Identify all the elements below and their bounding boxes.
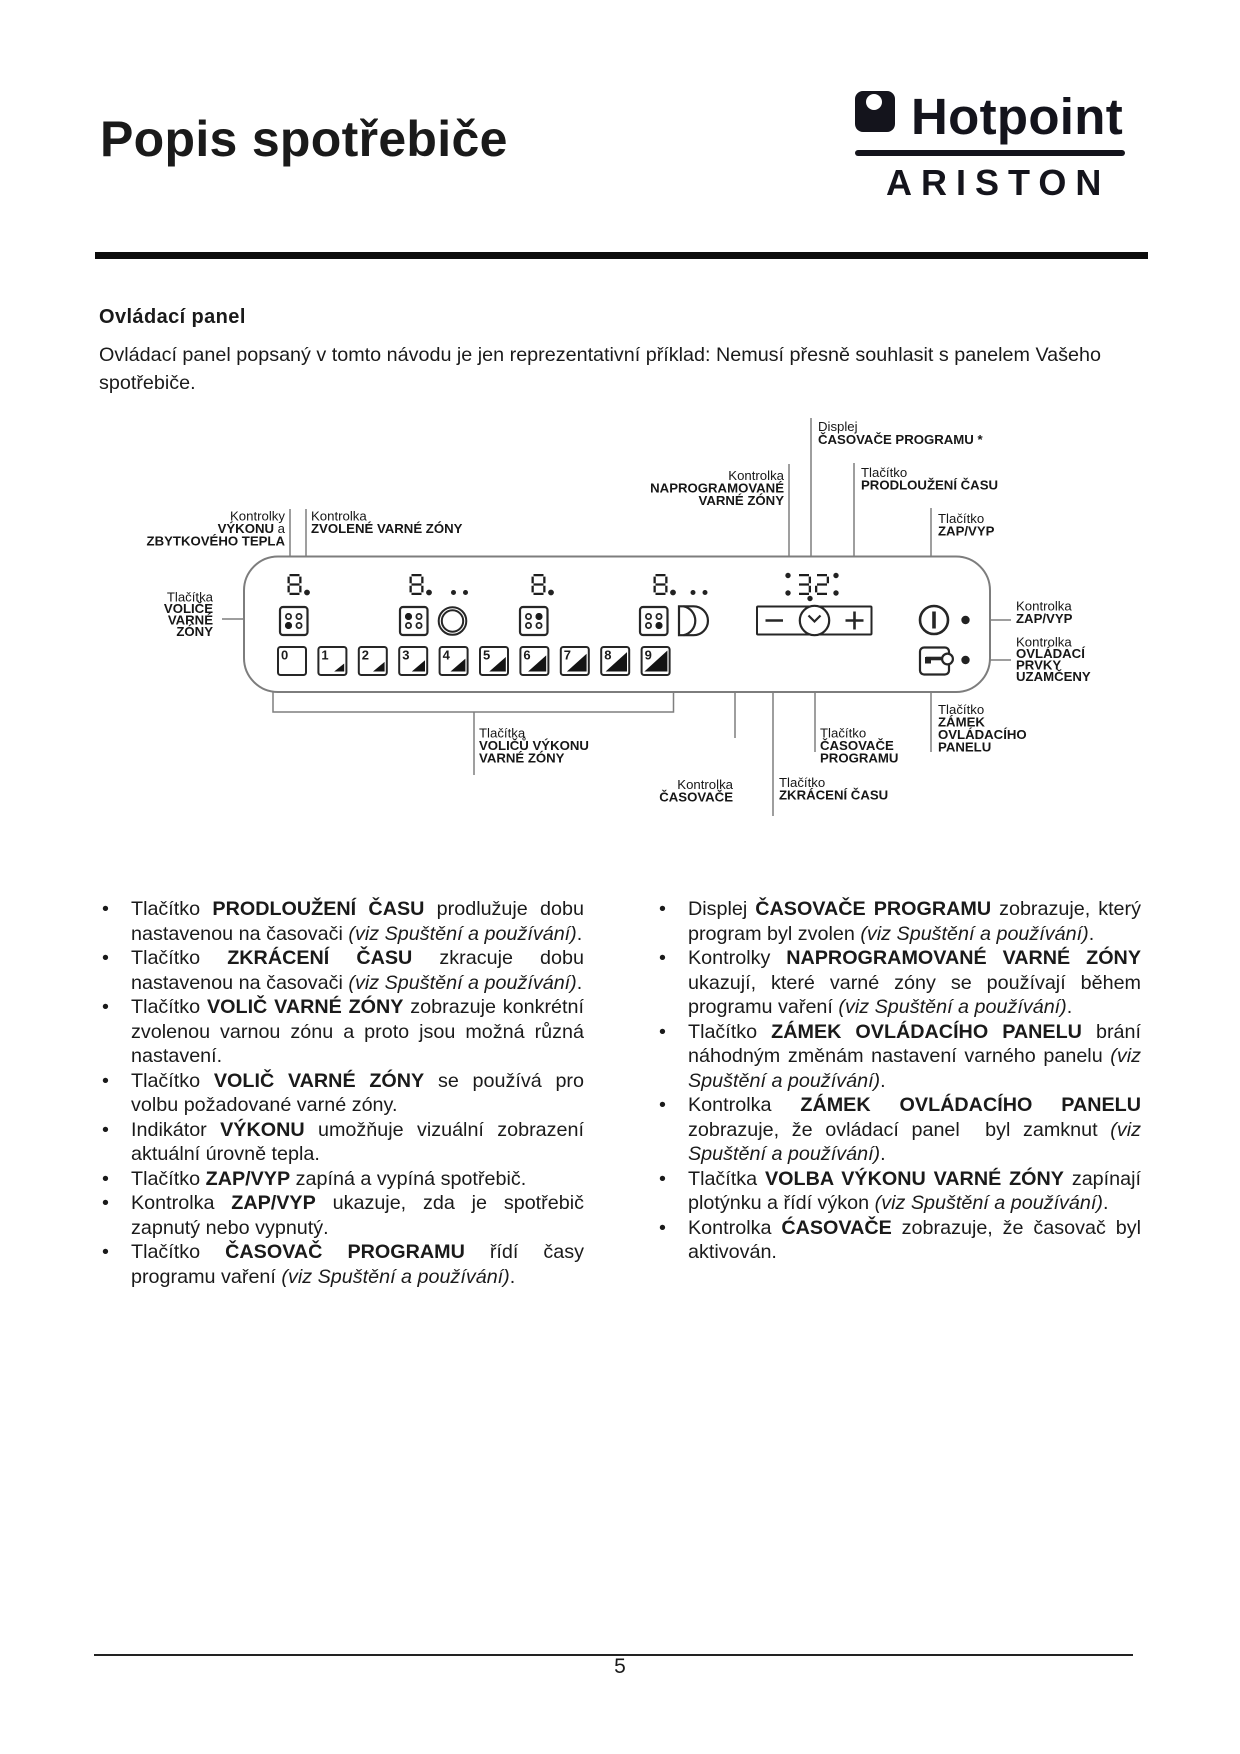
svg-text:Kontrolka: Kontrolka <box>311 509 367 524</box>
svg-text:Kontrolka: Kontrolka <box>677 777 733 792</box>
svg-text:Tlačítko: Tlačítko <box>820 726 866 741</box>
svg-text:PROGRAMU: PROGRAMU <box>820 751 898 766</box>
svg-text:1: 1 <box>321 648 328 663</box>
svg-text:ZVOLENÉ VARNÉ ZÓNY: ZVOLENÉ VARNÉ ZÓNY <box>311 521 463 536</box>
svg-text:PRODLOUŽENÍ ČASU: PRODLOUŽENÍ ČASU <box>861 478 998 493</box>
svg-text:ZÓNY: ZÓNY <box>176 624 213 639</box>
svg-text:Tlačítko: Tlačítko <box>938 511 984 526</box>
svg-text:ZÁMEK: ZÁMEK <box>938 715 985 730</box>
svg-text:ČASOVAČE: ČASOVAČE <box>820 738 894 753</box>
svg-text:0: 0 <box>281 648 288 663</box>
svg-text:UZAMČENY: UZAMČENY <box>1016 669 1091 684</box>
svg-text:PRVKY: PRVKY <box>1016 658 1061 673</box>
svg-text:Kontrolka: Kontrolka <box>1016 635 1072 650</box>
svg-text:Tlačítko: Tlačítko <box>938 702 984 717</box>
svg-text:VARNÉ: VARNÉ <box>168 613 213 628</box>
svg-text:7: 7 <box>564 648 571 663</box>
svg-text:ZAP/VYP: ZAP/VYP <box>938 524 995 539</box>
svg-text:Tlačítko: Tlačítko <box>779 775 825 790</box>
svg-text:8: 8 <box>604 648 611 663</box>
svg-text:4: 4 <box>443 648 451 663</box>
svg-text:VARNÉ ZÓNY: VARNÉ ZÓNY <box>699 493 785 508</box>
svg-text:Kontrolka: Kontrolka <box>728 468 784 483</box>
svg-text:6: 6 <box>523 648 530 663</box>
svg-text:Tlačítka: Tlačítka <box>479 726 526 741</box>
svg-text:ČASOVAČE PROGRAMU *: ČASOVAČE PROGRAMU * <box>818 432 983 447</box>
svg-text:5: 5 <box>483 648 490 663</box>
svg-text:OVLÁDACÍHO: OVLÁDACÍHO <box>938 727 1027 742</box>
svg-text:Kontrolky: Kontrolky <box>230 509 285 524</box>
svg-text:ZAP/VYP: ZAP/VYP <box>1016 611 1073 626</box>
svg-text:ZKRÁCENÍ ČASU: ZKRÁCENÍ ČASU <box>779 788 888 803</box>
svg-text:Kontrolka: Kontrolka <box>1016 599 1072 614</box>
svg-text:Tlačítko: Tlačítko <box>861 465 907 480</box>
svg-text:VARNÉ ZÓNY: VARNÉ ZÓNY <box>479 751 565 766</box>
svg-text:VÝKONU a: VÝKONU a <box>218 521 286 536</box>
svg-text:2: 2 <box>362 648 369 663</box>
svg-text:VOLIČE: VOLIČE <box>164 601 213 616</box>
svg-text:Displej: Displej <box>818 419 858 434</box>
svg-text:9: 9 <box>645 648 652 663</box>
svg-text:NAPROGRAMOVANÉ: NAPROGRAMOVANÉ <box>650 481 784 496</box>
svg-text:ZBYTKOVÉHO TEPLA: ZBYTKOVÉHO TEPLA <box>147 534 286 549</box>
svg-text:VOLIČŮ VÝKONU: VOLIČŮ VÝKONU <box>479 737 589 753</box>
svg-text:ČASOVAČE: ČASOVAČE <box>659 790 733 805</box>
svg-text:PANELU: PANELU <box>938 740 991 755</box>
svg-text:Tlačítka: Tlačítka <box>167 590 214 605</box>
svg-text:OVLÁDACÍ: OVLÁDACÍ <box>1016 646 1085 661</box>
svg-text:3: 3 <box>402 648 409 663</box>
